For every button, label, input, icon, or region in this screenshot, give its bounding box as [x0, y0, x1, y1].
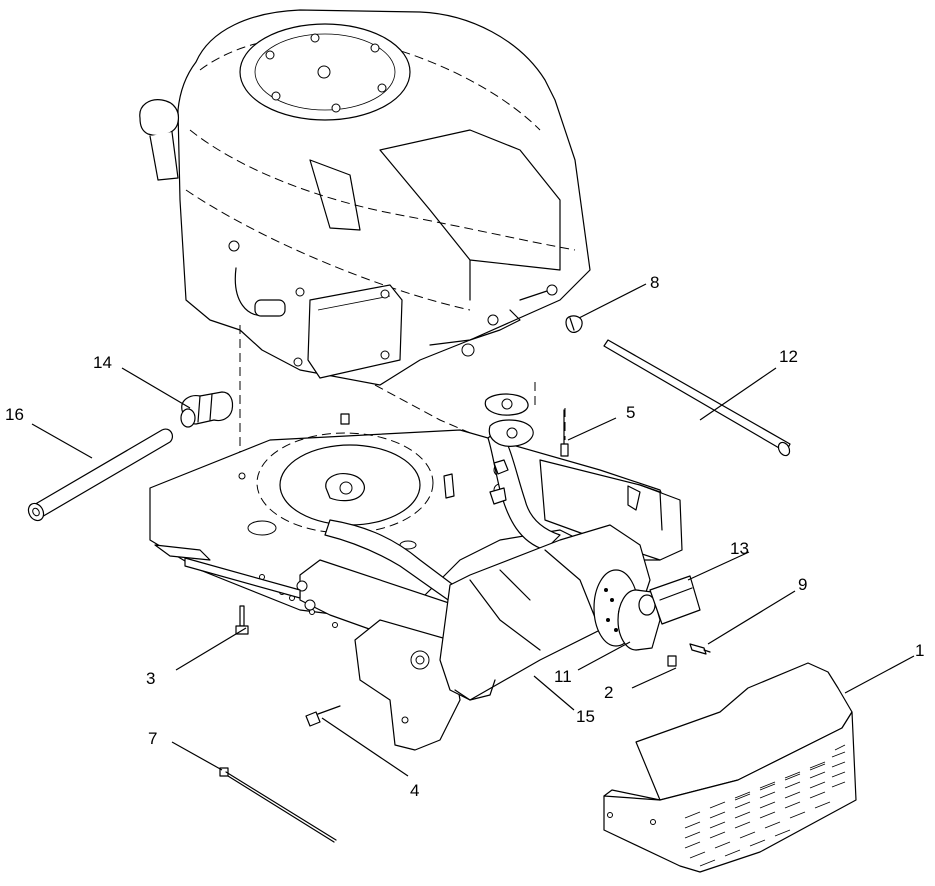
callout-14: 14	[93, 353, 112, 372]
engine-assembly	[139, 9, 591, 386]
tube-16	[27, 428, 174, 522]
screw-2	[667, 655, 677, 667]
callout-16: 16	[5, 405, 24, 424]
spark-arrestor	[617, 589, 661, 651]
callout-labels: 1 2 3 4 5 7 8 9 11 12 13 14 15 16	[5, 273, 924, 800]
bolt-5	[560, 409, 569, 457]
callout-12: 12	[779, 347, 798, 366]
heat-shield-bracket	[649, 575, 701, 625]
cap-8	[565, 315, 583, 333]
alignment-line-2	[374, 384, 511, 451]
callout-4: 4	[410, 781, 419, 800]
callout-5: 5	[626, 403, 635, 422]
callout-15: 15	[576, 707, 595, 726]
fitting-14	[180, 391, 234, 428]
callout-2: 2	[604, 683, 613, 702]
cable-tie-7	[219, 767, 337, 843]
callout-9: 9	[798, 575, 807, 594]
callout-11: 11	[554, 667, 572, 686]
pin-9	[689, 643, 711, 655]
callout-3: 3	[146, 669, 155, 688]
callout-1: 1	[915, 641, 924, 660]
heat-shield	[603, 662, 857, 873]
exhaust-manifold	[324, 393, 561, 616]
bolt-4	[305, 705, 341, 727]
leader-lines	[31, 283, 915, 777]
rod-12	[603, 339, 791, 457]
callout-8: 8	[650, 273, 659, 292]
callout-7: 7	[148, 729, 157, 748]
gasket-hole	[238, 472, 246, 480]
callout-13: 13	[730, 539, 749, 558]
